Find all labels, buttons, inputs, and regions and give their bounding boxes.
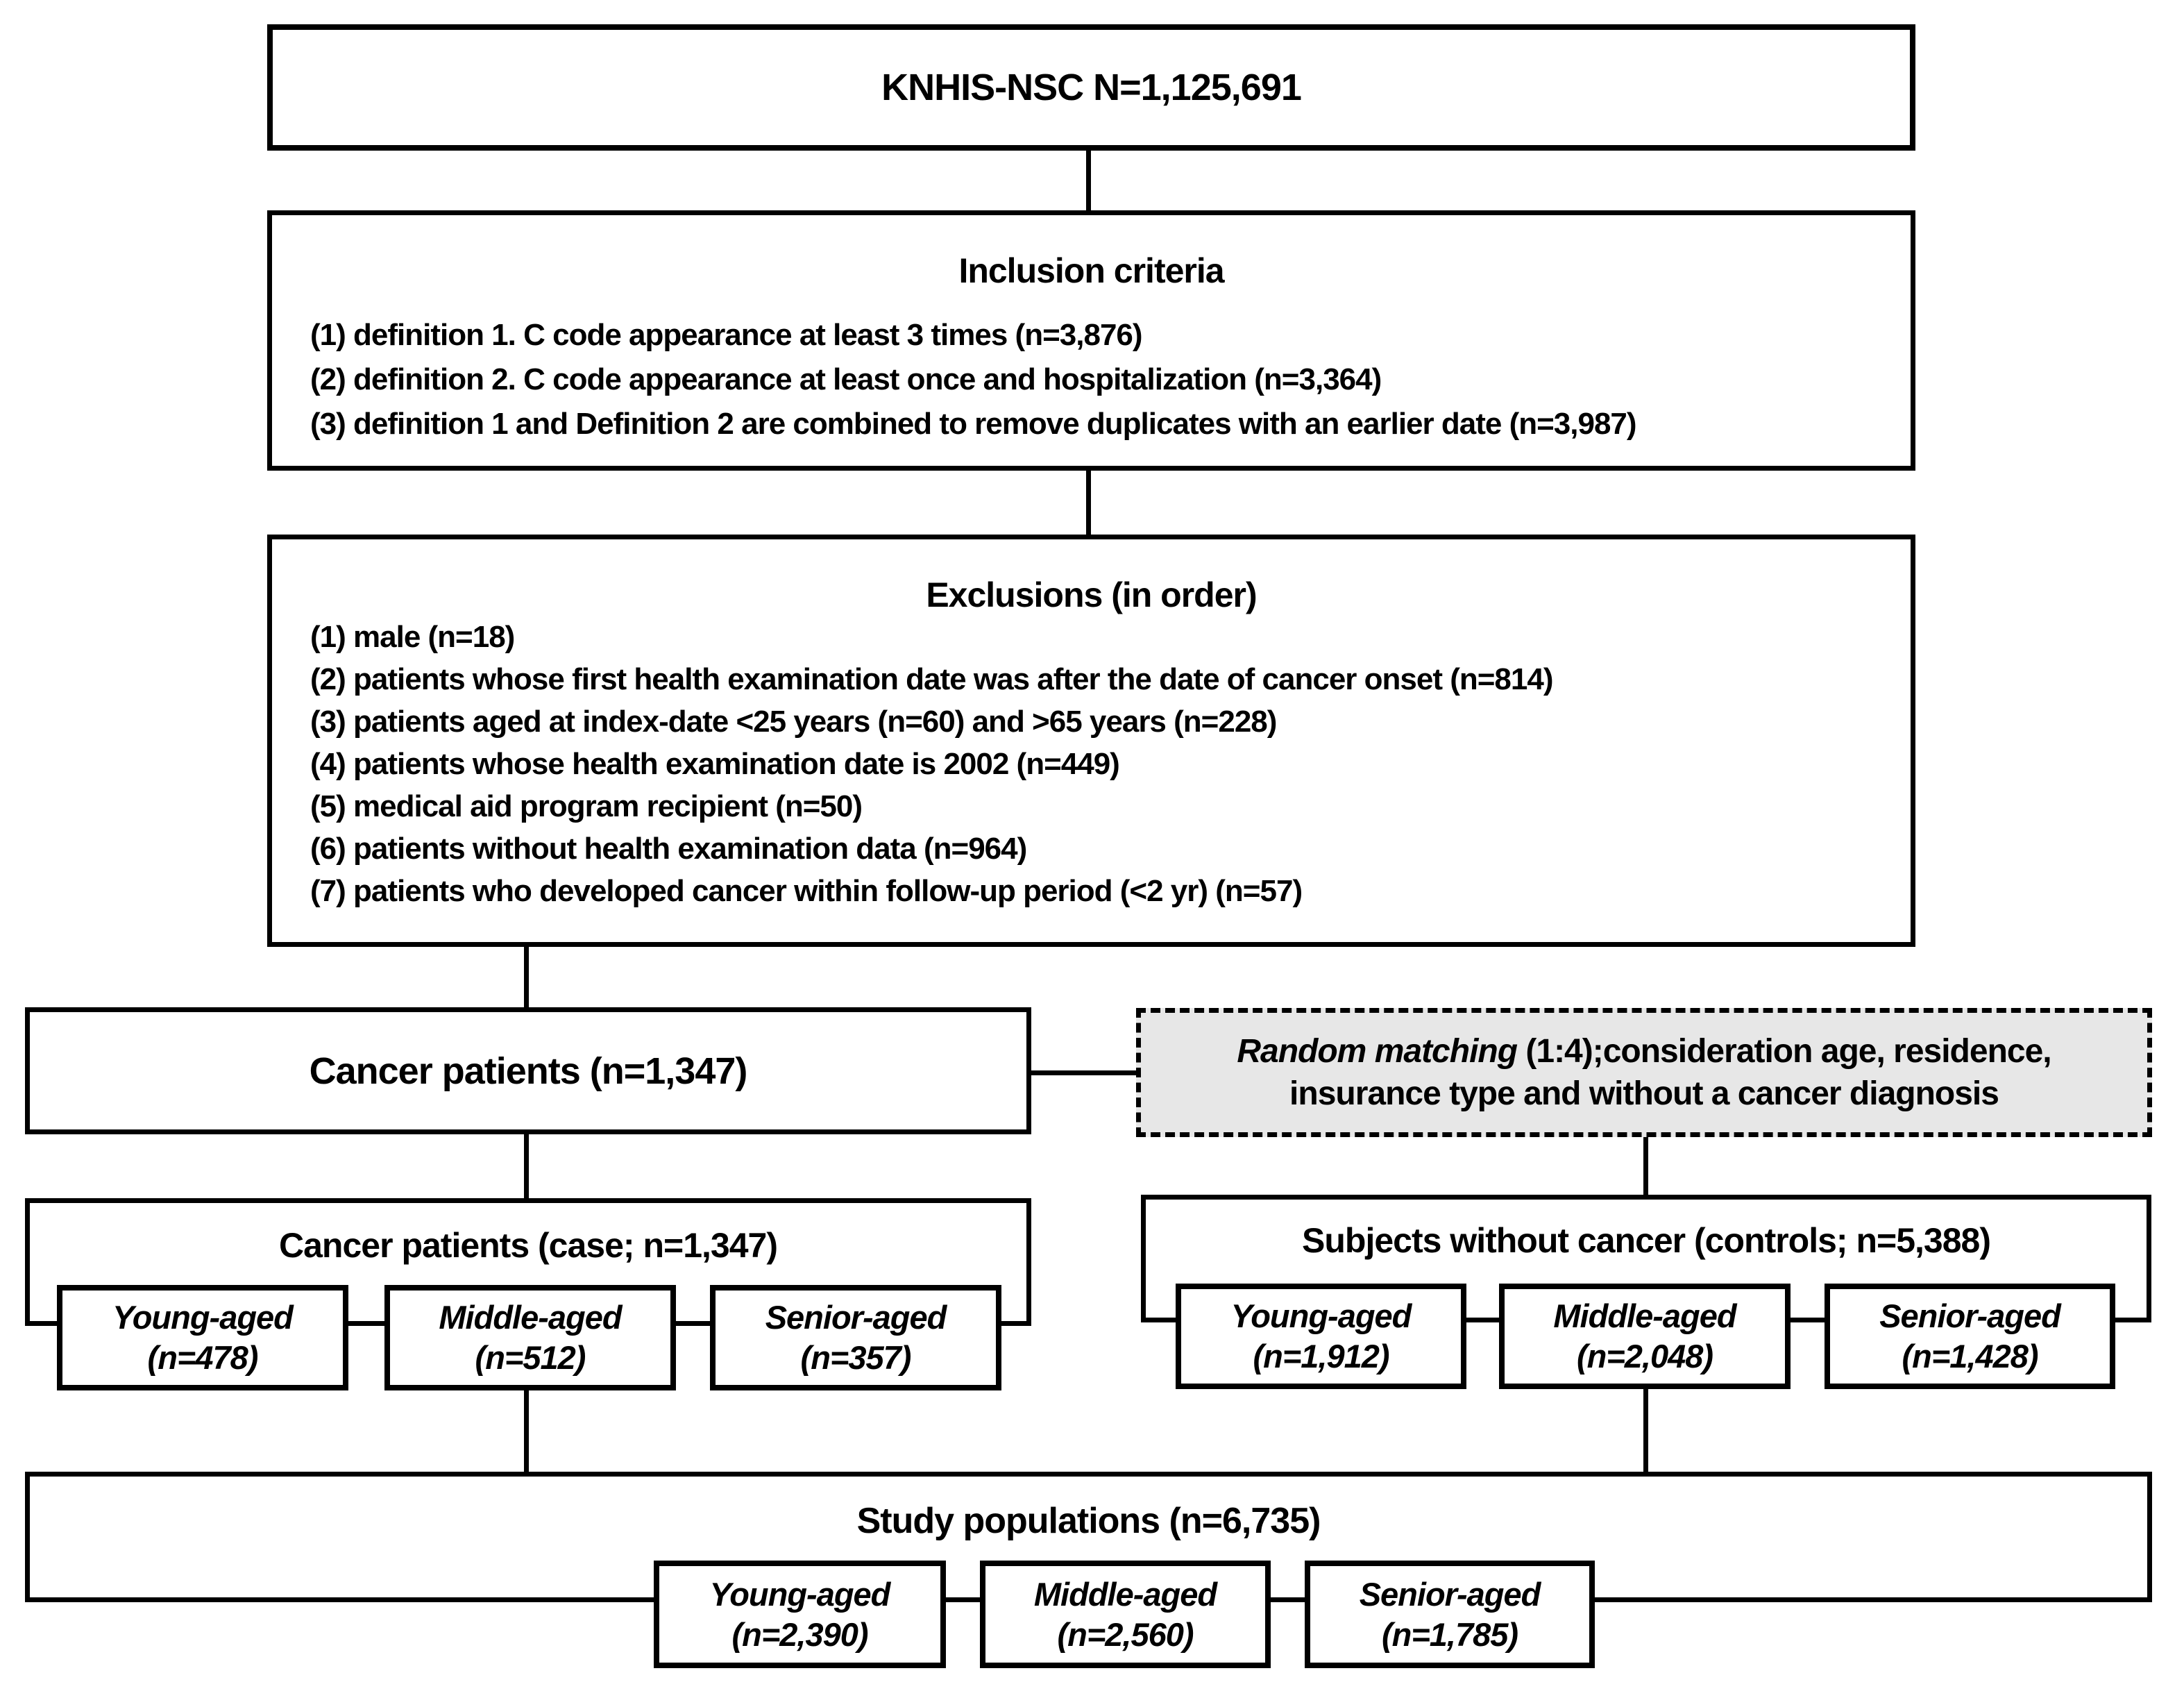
source-cohort-label: KNHIS-NSC N=1,125,691 [881,67,1302,108]
connector-cancer-patients-to-random-matching [1030,1070,1138,1075]
study-senior-aged-box: Senior-aged (n=1,785) [1305,1561,1595,1668]
exclusion-item: (6) patients without health examination … [310,832,1027,866]
age-group-count: (n=2,560) [1057,1615,1194,1653]
inclusion-title: Inclusion criteria [958,251,1224,290]
case-senior-aged-box: Senior-aged (n=357) [710,1285,1001,1390]
inclusion-items: (1) definition 1. C code appearance at l… [310,313,1911,446]
age-group-name: Middle-aged [1553,1297,1736,1334]
inclusion-item: (2) definition 2. C code appearance at l… [310,362,1382,396]
connector-source-to-inclusion [1086,149,1091,212]
age-group-name: Senior-aged [1359,1575,1541,1613]
cancer-patients-label: Cancer patients (n=1,347) [309,1050,748,1092]
exclusions-title: Exclusions (in order) [926,575,1257,614]
age-group-count: (n=1,912) [1253,1338,1389,1375]
random-matching-rest-text: (1:4);consideration age, residence, [1517,1033,2051,1070]
age-group-count: (n=512) [475,1339,586,1376]
study-middle-aged-box: Middle-aged (n=2,560) [980,1561,1271,1668]
exclusion-item: (2) patients whose first health examinat… [310,662,1554,696]
age-group-count: (n=1,428) [1902,1338,2038,1375]
exclusion-item: (1) male (n=18) [310,620,515,654]
random-matching-italic-text: Random matching [1237,1033,1518,1070]
age-group-name: Middle-aged [1033,1575,1217,1613]
age-group-count: (n=2,390) [731,1615,868,1653]
random-matching-box: Random matching (1:4);consideration age,… [1136,1008,2152,1137]
exclusion-item: (3) patients aged at index-date <25 year… [310,705,1277,739]
age-group-name: Young-aged [1230,1297,1412,1334]
age-group-name: Young-aged [112,1299,294,1336]
case-middle-aged-box: Middle-aged (n=512) [384,1285,676,1390]
inclusion-item: (1) definition 1. C code appearance at l… [310,318,1143,352]
case-young-aged-box: Young-aged (n=478) [57,1285,348,1390]
age-group-name: Senior-aged [1879,1297,2061,1334]
age-group-name: Middle-aged [439,1299,622,1336]
control-middle-aged-box: Middle-aged (n=2,048) [1499,1284,1791,1389]
connector-control-group-to-study-population [1643,1389,1648,1473]
connector-case-group-to-study-population [524,1389,529,1473]
exclusions-items: (1) male (n=18) (2) patients whose first… [310,616,1911,912]
case-group-title: Cancer patients (case; n=1,347) [279,1226,778,1265]
exclusion-item: (5) medical aid program recipient (n=50) [310,789,863,823]
exclusion-item: (4) patients whose health examination da… [310,747,1120,781]
inclusion-criteria-box: Inclusion criteria (1) definition 1. C c… [267,210,1915,471]
control-senior-aged-box: Senior-aged (n=1,428) [1825,1284,2115,1389]
connector-random-matching-to-controls [1643,1136,1648,1196]
age-group-name: Senior-aged [765,1299,947,1336]
cancer-patients-box: Cancer patients (n=1,347) [25,1007,1031,1134]
connector-inclusion-to-exclusions [1086,469,1091,536]
random-matching-line1: Random matching (1:4);consideration age,… [1237,1030,2051,1073]
age-group-count: (n=1,785) [1381,1615,1518,1653]
age-group-count: (n=357) [800,1339,912,1376]
inclusion-item: (3) definition 1 and Definition 2 are co… [310,407,1637,441]
connector-cancer-patients-to-case-group [524,1133,529,1200]
control-group-title: Subjects without cancer (controls; n=5,3… [1302,1221,1991,1260]
connector-exclusions-to-cancer-patients [524,945,529,1009]
study-young-aged-box: Young-aged (n=2,390) [654,1561,946,1668]
study-population-title: Study populations (n=6,735) [856,1501,1321,1541]
exclusion-item: (7) patients who developed cancer within… [310,874,1303,908]
control-young-aged-box: Young-aged (n=1,912) [1176,1284,1466,1389]
age-group-count: (n=478) [147,1339,259,1376]
source-cohort-box: KNHIS-NSC N=1,125,691 [267,24,1915,151]
random-matching-line2: insurance type and without a cancer diag… [1289,1075,1999,1112]
exclusions-box: Exclusions (in order) (1) male (n=18) (2… [267,535,1915,947]
age-group-name: Young-aged [709,1575,891,1613]
age-group-count: (n=2,048) [1576,1338,1713,1375]
